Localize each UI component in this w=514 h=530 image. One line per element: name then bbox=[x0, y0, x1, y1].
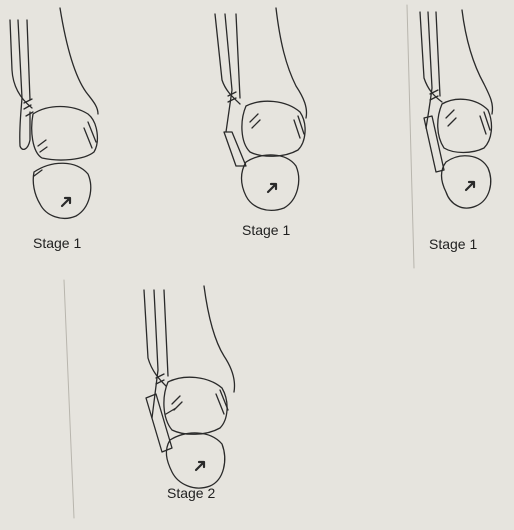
panel-3-ankle-drawing bbox=[420, 10, 493, 208]
syndesmosis-lines bbox=[294, 116, 304, 138]
syndesmosis-lines bbox=[84, 122, 96, 148]
rotation-arrow bbox=[196, 462, 204, 470]
fibula-outline bbox=[426, 12, 440, 128]
page-fold-line bbox=[64, 280, 74, 518]
talus-outline bbox=[164, 377, 227, 434]
fibula-outline bbox=[225, 14, 240, 132]
calcaneus-outline bbox=[242, 155, 299, 210]
page-fold-line bbox=[407, 5, 414, 268]
fracture-marks bbox=[24, 99, 47, 176]
fibula-outline bbox=[152, 290, 168, 418]
rotation-arrow bbox=[466, 182, 474, 190]
talus-outline bbox=[32, 107, 98, 161]
panel-2-ankle-drawing bbox=[215, 8, 307, 210]
calcaneus-outline bbox=[166, 433, 224, 488]
fibula-outline bbox=[18, 20, 30, 149]
tibia-outline bbox=[10, 8, 98, 114]
panel-4-ankle-drawing bbox=[144, 286, 235, 488]
syndesmosis-lines bbox=[480, 112, 490, 134]
calcaneus-outline bbox=[33, 163, 90, 218]
panel-2-stage-label: Stage 1 bbox=[242, 222, 290, 238]
panel-1-stage-label: Stage 1 bbox=[33, 235, 81, 251]
panel-1-ankle-drawing bbox=[10, 8, 98, 218]
talus-outline bbox=[242, 101, 305, 156]
panel-4-stage-label: Stage 2 bbox=[167, 485, 215, 501]
rotation-arrow bbox=[268, 184, 276, 192]
rotation-arrow bbox=[62, 198, 70, 206]
calcaneus-outline bbox=[442, 156, 491, 208]
panel-3-stage-label: Stage 1 bbox=[429, 236, 477, 252]
